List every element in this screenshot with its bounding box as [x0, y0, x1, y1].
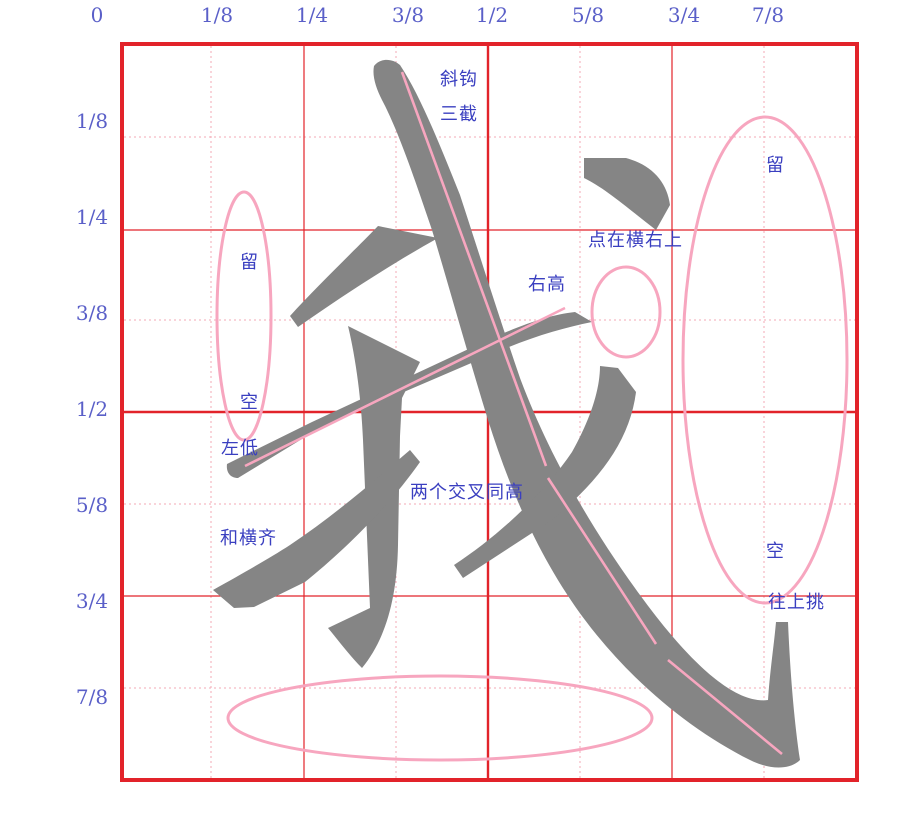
top-tick-7-8: 7/8: [752, 3, 784, 27]
left-tick-5-8: 5/8: [76, 493, 108, 517]
guide-xie-line-tail: [667, 658, 783, 756]
stroke-dian: [584, 158, 670, 230]
top-tick-0: 0: [91, 3, 104, 27]
label-dian-position: 点在横右上: [588, 230, 683, 251]
label-kong-right: 空: [766, 541, 785, 562]
top-tick-1-4: 1/4: [296, 3, 328, 27]
left-tick-1-8: 1/8: [76, 109, 108, 133]
stroke-heng: [226, 312, 592, 478]
stroke-pie: [454, 366, 636, 578]
guide-ovals: [215, 115, 849, 762]
left-tick-3-4: 3/4: [76, 589, 108, 613]
oval-right: [681, 115, 849, 605]
guide-lines: [244, 71, 783, 756]
label-kong-left: 空: [240, 392, 259, 413]
top-axis: 0 1/8 1/4 3/8 1/2 5/8 3/4 7/8: [91, 3, 784, 27]
guide-xie-line-lower: [546, 477, 658, 645]
oval-bottom: [226, 674, 654, 762]
left-axis: 1/8 1/4 3/8 1/2 5/8 3/4 7/8: [76, 109, 108, 709]
label-liu-right: 留: [766, 155, 785, 176]
label-liu-left: 留: [240, 252, 259, 273]
oval-dot-area: [590, 265, 662, 359]
annotations: 斜钩 三截 点在横右上 右高 留 空 左低 两个交叉同高 和横齐 留 空 往上挑: [220, 69, 825, 613]
left-tick-1-4: 1/4: [76, 205, 108, 229]
stroke-ti: [213, 450, 420, 608]
label-you-gao: 右高: [528, 274, 566, 295]
top-tick-1-8: 1/8: [201, 3, 233, 27]
label-wang-shang-tiao: 往上挑: [768, 592, 825, 613]
grid-frame: [120, 42, 859, 782]
label-zuo-di: 左低: [221, 438, 259, 459]
top-tick-1-2: 1/2: [476, 3, 508, 27]
label-he-heng-qi: 和横齐: [220, 528, 277, 549]
top-tick-5-8: 5/8: [572, 3, 604, 27]
left-tick-1-2: 1/2: [76, 397, 108, 421]
label-xie-gou: 斜钩: [440, 69, 478, 90]
label-crossings-same-height: 两个交叉同高: [410, 482, 524, 503]
stroke-top-pie: [290, 226, 438, 327]
guide-xie-line-upper: [400, 71, 548, 467]
stroke-xie-gou: [373, 59, 800, 768]
top-tick-3-8: 3/8: [392, 3, 424, 27]
left-tick-7-8: 7/8: [76, 685, 108, 709]
guide-heng-line: [244, 306, 566, 468]
left-tick-3-8: 3/8: [76, 301, 108, 325]
label-san-jie: 三截: [440, 104, 478, 125]
glyph-wo: [213, 59, 800, 768]
oval-left: [215, 190, 273, 442]
top-tick-3-4: 3/4: [668, 3, 700, 27]
